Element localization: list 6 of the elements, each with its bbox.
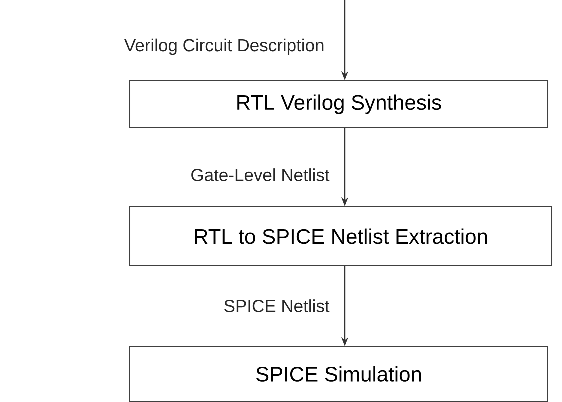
process-box: SPICE Simulation bbox=[130, 346, 548, 402]
edge-label: Gate-Level Netlist bbox=[192, 168, 330, 182]
process-box: RTL Verilog Synthesis bbox=[130, 80, 548, 128]
edge-label: SPICE Netlist bbox=[224, 300, 330, 312]
edge-label: Verilog Circuit Description bbox=[124, 38, 324, 56]
process-box: RTL to SPICE Netlist Extraction bbox=[130, 206, 552, 266]
